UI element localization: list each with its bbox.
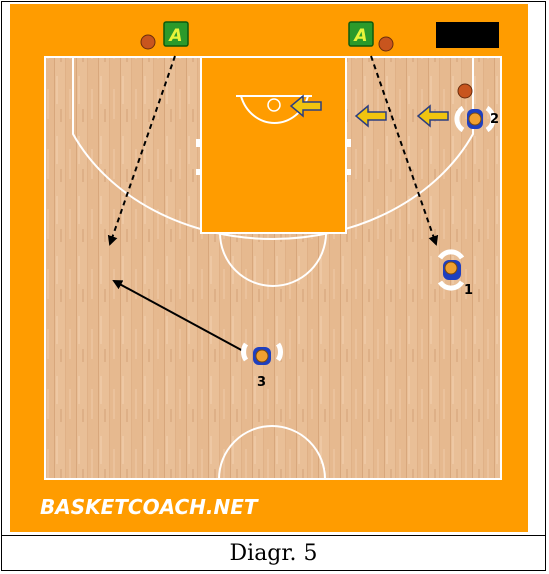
assistant-badge-icon: A xyxy=(349,22,373,46)
brand-logo: BASKETCOACH.NET xyxy=(40,495,259,519)
assistant-badge-icon: A xyxy=(164,22,188,46)
player-label: 2 xyxy=(490,112,499,127)
player-label: 3 xyxy=(257,375,266,390)
figure-caption: Diagr. 5 xyxy=(1,536,546,571)
scoreboard-block xyxy=(436,22,499,48)
basketball-icon xyxy=(458,84,472,98)
basketball-icon xyxy=(141,35,155,49)
basketball-icon xyxy=(379,37,393,51)
lane-mark xyxy=(346,169,351,175)
player-label: 1 xyxy=(464,283,473,298)
lane-mark xyxy=(196,139,201,147)
svg-text:A: A xyxy=(352,26,367,46)
basketball-court: A A 2 1 3 B xyxy=(10,4,528,532)
lane-mark xyxy=(196,169,201,175)
lane-mark xyxy=(346,139,351,147)
svg-text:A: A xyxy=(167,26,182,46)
paint-area xyxy=(201,57,346,233)
